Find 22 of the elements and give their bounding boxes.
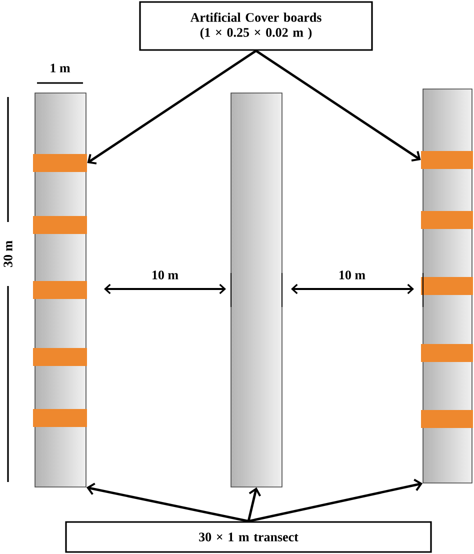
- dimension-label: 10 m: [152, 270, 178, 280]
- arrow: [247, 487, 261, 522]
- cover-board: [421, 410, 473, 428]
- label-box: 30 × 1 m transect: [65, 521, 432, 553]
- arrow: [86, 482, 249, 522]
- arrow: [255, 50, 421, 162]
- cover-board: [421, 211, 473, 229]
- cover-board: [421, 151, 473, 169]
- arrow: [87, 50, 257, 164]
- cover-board: [33, 348, 87, 366]
- dimension-label: 30 m: [4, 240, 12, 268]
- scale-label: 1 m: [50, 64, 70, 72]
- arrow: [248, 478, 423, 522]
- label-box: Artificial Cover boards (1 × 0.25 × 0.02 m ): [139, 1, 373, 51]
- cover-board: [33, 281, 87, 299]
- dimension-label: 10 m: [340, 270, 366, 280]
- cover-board: [421, 277, 473, 295]
- transect-strip: [230, 92, 282, 488]
- cover-board: [33, 409, 87, 427]
- cover-board: [421, 344, 473, 362]
- cover-board: [33, 154, 87, 172]
- cover-board: [33, 216, 87, 234]
